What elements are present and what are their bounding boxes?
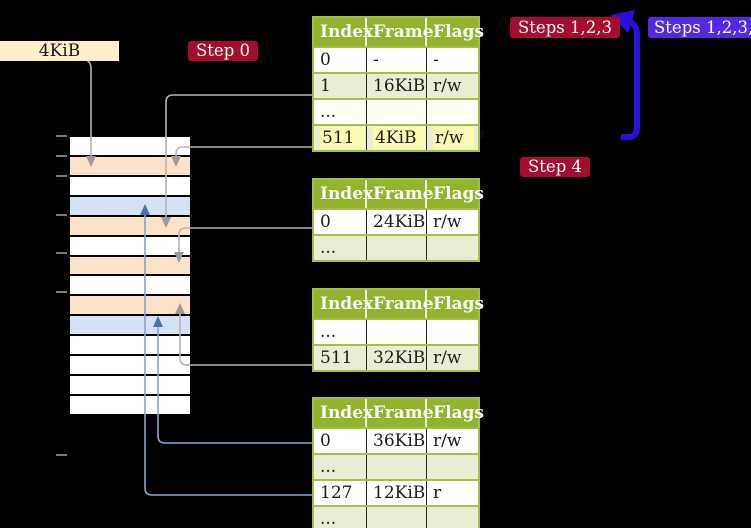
table-row: 127 12KiB r bbox=[314, 479, 478, 505]
cell-index: ... bbox=[314, 320, 367, 344]
cell-index: ... bbox=[314, 455, 367, 479]
cell-frame bbox=[367, 320, 427, 344]
cell-frame: - bbox=[367, 48, 427, 72]
cell-flags: r/w bbox=[433, 76, 462, 96]
col-header-flags: Flags bbox=[433, 403, 484, 423]
cell-flags bbox=[427, 455, 478, 479]
cell-index: ... bbox=[314, 100, 367, 124]
col-header-index: Index bbox=[314, 18, 373, 46]
cell-flags: - bbox=[433, 50, 439, 70]
cell-index: ... bbox=[314, 507, 367, 528]
col-header-frame: Frame bbox=[367, 399, 434, 427]
memory-row-white bbox=[70, 356, 190, 377]
cell-frame: 16KiB bbox=[367, 74, 427, 98]
table-row-ellipsis: ... bbox=[314, 318, 478, 344]
cell-flags: r/w bbox=[433, 431, 462, 451]
col-header-flags: Flags bbox=[433, 22, 484, 42]
cell-flags: r/w bbox=[427, 126, 478, 150]
table-header: Index Frame Flags bbox=[314, 18, 484, 46]
table-row: 0 36KiB r/w bbox=[314, 427, 478, 453]
table-header: Index Frame Flags bbox=[314, 290, 484, 318]
table-row-ellipsis: ... bbox=[314, 453, 478, 479]
table-row-highlighted: 511 4KiB r/w bbox=[314, 124, 478, 150]
cell-flags bbox=[427, 100, 478, 124]
memory-row-white bbox=[70, 236, 190, 257]
col-header-frame: Frame bbox=[367, 180, 434, 208]
steps1234-badge: Steps 1,2,3,4 bbox=[648, 17, 751, 38]
page-table-2: Index Frame Flags 0 24KiB r/w ... bbox=[312, 178, 484, 262]
table-row-ellipsis: ... bbox=[314, 505, 478, 528]
page-table-1: Index Frame Flags 0 - - 1 16KiB r/w ... … bbox=[312, 16, 484, 152]
memory-ticks bbox=[56, 135, 67, 456]
cell-flags bbox=[427, 507, 478, 528]
table-row: 1 16KiB r/w bbox=[314, 72, 478, 98]
col-header-frame: Frame bbox=[367, 290, 434, 318]
table-row: 0 - - bbox=[314, 46, 478, 72]
col-header-flags: Flags bbox=[433, 184, 484, 204]
memory-row-white bbox=[70, 137, 190, 157]
highlighted-value: 4KiB bbox=[373, 127, 426, 149]
memory-row-orange bbox=[70, 216, 190, 237]
table-row-ellipsis: ... bbox=[314, 98, 478, 124]
memory-row-orange bbox=[70, 156, 190, 177]
col-header-index: Index bbox=[314, 180, 373, 208]
cell-frame: 4KiB bbox=[367, 126, 427, 150]
cell-frame: 24KiB bbox=[367, 210, 427, 234]
highlighted-value: 511 bbox=[320, 127, 366, 149]
memory-row-blue bbox=[70, 196, 190, 217]
highlighted-value: r/w bbox=[433, 127, 475, 149]
cell-frame bbox=[367, 100, 427, 124]
memory-row-orange bbox=[70, 296, 190, 317]
cell-index: 511 bbox=[314, 346, 367, 370]
cell-index: 0 bbox=[314, 210, 367, 234]
table-row-ellipsis: ... bbox=[314, 234, 478, 260]
cell-frame: 32KiB bbox=[367, 346, 427, 370]
cell-flags: r/w bbox=[433, 212, 462, 232]
cell-frame bbox=[367, 236, 427, 260]
page-table-4: Index Frame Flags 0 36KiB r/w ... 127 12… bbox=[312, 397, 484, 528]
memory-row-orange bbox=[70, 256, 190, 277]
table-header: Index Frame Flags bbox=[314, 399, 484, 427]
memory-row-blue bbox=[70, 316, 190, 337]
cell-index: 1 bbox=[314, 74, 367, 98]
page-table-3: Index Frame Flags ... 511 32KiB r/w bbox=[312, 288, 484, 372]
physical-memory-stack bbox=[70, 137, 190, 416]
cell-flags bbox=[427, 320, 478, 344]
col-header-flags: Flags bbox=[433, 294, 484, 314]
frame-4kib-label: 4KiB bbox=[0, 41, 119, 61]
memory-row-white bbox=[70, 276, 190, 297]
col-header-frame: Frame bbox=[367, 18, 434, 46]
cell-frame bbox=[367, 455, 427, 479]
cell-frame: 36KiB bbox=[367, 429, 427, 453]
cell-index: 0 bbox=[314, 48, 367, 72]
cell-frame bbox=[367, 507, 427, 528]
memory-row-white bbox=[70, 376, 190, 396]
cell-flags bbox=[427, 236, 478, 260]
memory-row-white bbox=[70, 176, 190, 197]
table-header: Index Frame Flags bbox=[314, 180, 484, 208]
memory-row-white bbox=[70, 395, 190, 416]
table-row: 511 32KiB r/w bbox=[314, 344, 478, 370]
cell-index: 127 bbox=[314, 481, 367, 505]
step0-badge: Step 0 bbox=[188, 41, 259, 61]
col-header-index: Index bbox=[314, 399, 373, 427]
col-header-index: Index bbox=[314, 290, 373, 318]
cell-index: 0 bbox=[314, 429, 367, 453]
cell-index: 511 bbox=[314, 126, 367, 150]
cell-flags: r/w bbox=[433, 348, 462, 368]
cell-frame: 12KiB bbox=[367, 481, 427, 505]
memory-row-white bbox=[70, 336, 190, 357]
step4-badge: Step 4 bbox=[520, 157, 591, 177]
table-row: 0 24KiB r/w bbox=[314, 208, 478, 234]
cell-flags: r bbox=[433, 483, 442, 503]
cell-index: ... bbox=[314, 236, 367, 260]
steps123-badge: Steps 1,2,3 bbox=[510, 17, 620, 38]
